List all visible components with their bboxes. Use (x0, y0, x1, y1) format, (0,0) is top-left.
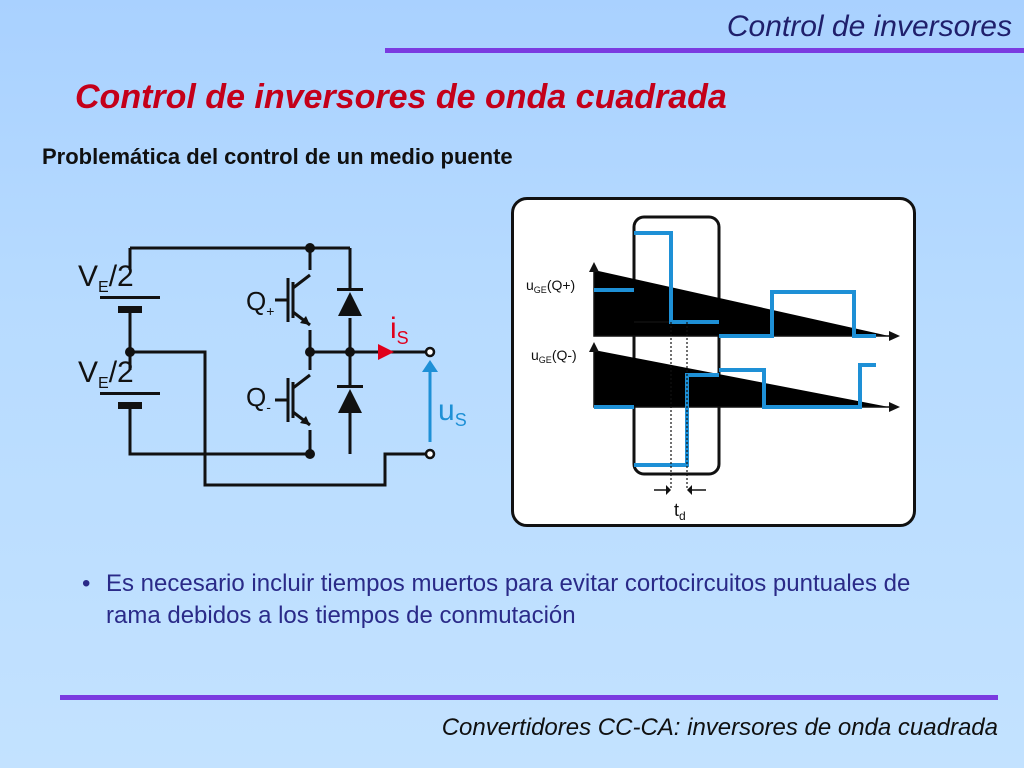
half-bridge-circuit: VE/2 VE/2 Q+ Q- iS uS (78, 243, 467, 487)
source-bottom-label: VE/2 (78, 356, 134, 392)
slide-subtitle: Problemática del control de un medio pue… (42, 144, 513, 169)
footer-divider (60, 695, 998, 700)
header-title: Control de inversores (726, 10, 1012, 43)
waveform-panel: uGE(Q+) uGE(Q-) td (511, 197, 916, 527)
deadtime-label: td (674, 500, 686, 523)
q-lower-label: Q- (246, 382, 271, 415)
gate-waveforms: uGE(Q+) uGE(Q-) td (526, 215, 900, 523)
slide-title: Control de inversores de onda cuadrada (75, 78, 727, 116)
q-upper-label: Q+ (246, 286, 274, 319)
footer-text: Convertidores CC-CA: inversores de onda … (441, 714, 998, 741)
source-top-label: VE/2 (78, 260, 134, 296)
ugeqminus-label: uGE(Q-) (531, 347, 577, 365)
bullet-item: • Es necesario incluir tiempos muertos p… (82, 568, 962, 632)
current-label: iS (390, 312, 409, 348)
bullet-text: Es necesario incluir tiempos muertos par… (106, 570, 911, 629)
voltage-label: uS (438, 394, 467, 430)
header-divider (385, 48, 1024, 53)
ugeqplus-label: uGE(Q+) (526, 277, 575, 295)
bullet-marker: • (82, 570, 91, 597)
